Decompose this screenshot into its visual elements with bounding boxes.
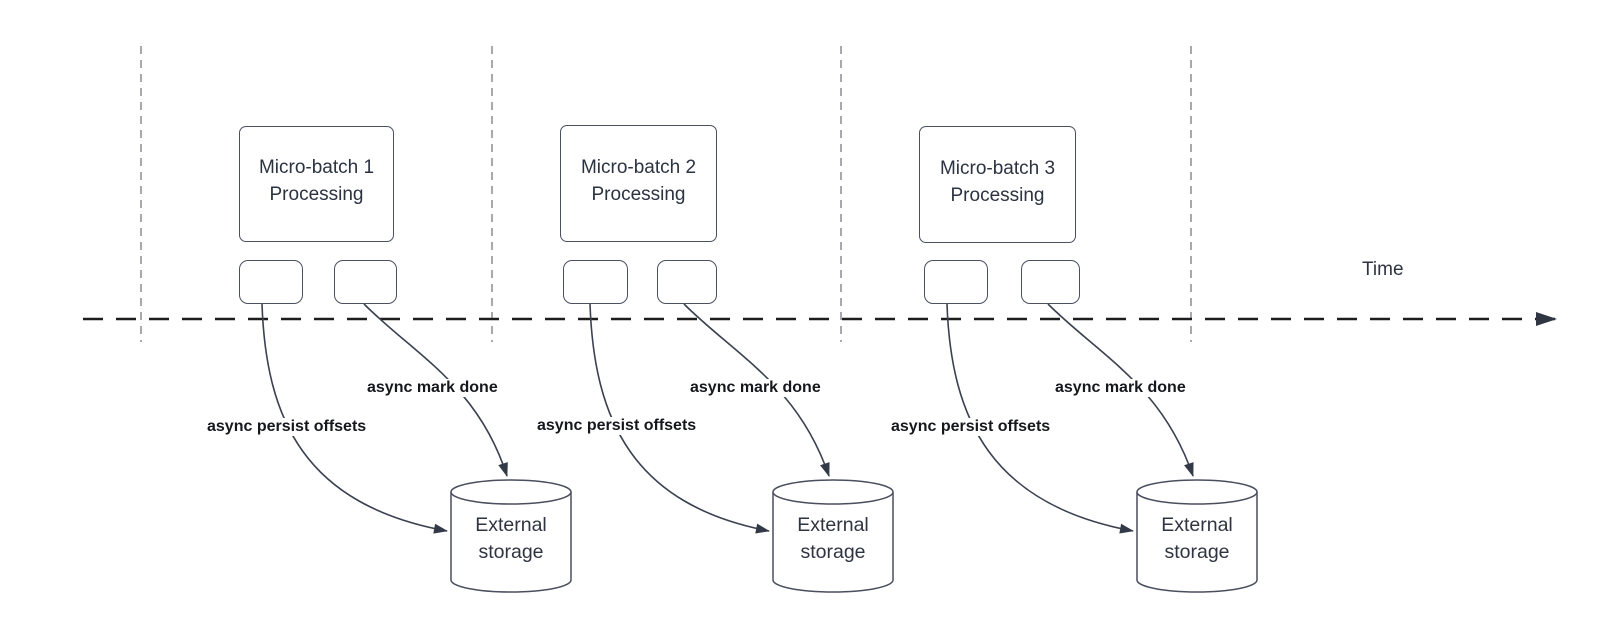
microbatch-box-1: Micro-batch 1 Processing [239,126,394,242]
external-storage-label-1: External storage [475,514,547,563]
microbatch-box-1-subtitle: Processing [269,184,364,205]
external-storage-cylinder-1 [450,479,572,593]
external-storage-label-2: External storage [797,514,869,563]
persist-offsets-label-1: async persist offsets [205,418,369,436]
microbatch-box-3: Micro-batch 3 Processing [919,126,1076,243]
mark-done-label-1: async mark done [365,379,500,397]
microbatch-box-2-title: Micro-batch 2 [580,156,697,178]
persist-offsets-arrow-3 [946,303,1134,534]
persist-offsets-label-3: async persist offsets [889,418,1053,436]
mark-done-arrow-1 [363,303,508,477]
microbatch-box-2: Micro-batch 2 Processing [560,125,717,242]
microbatch-box-2-subtitle: Processing [591,183,686,205]
microbatch-box-3-subtitle: Processing [950,184,1045,206]
mark-done-arrow-3 [1047,303,1194,477]
mark-done-node-2 [657,260,717,304]
external-storage-cylinder-3 [1136,479,1258,593]
persist-offsets-arrow-1 [261,303,448,534]
persist-offsets-arrow-2 [589,303,770,534]
persist-offsets-node-3 [924,260,988,304]
time-axis-label: Time [1362,259,1404,280]
persist-offsets-label-2: async persist offsets [535,417,699,435]
mark-done-label-3: async mark done [1053,379,1188,397]
mark-done-label-2: async mark done [688,379,823,397]
persist-offsets-node-2 [563,260,628,304]
mark-done-node-3 [1021,260,1080,304]
mark-done-node-1 [334,260,397,304]
mark-done-arrow-2 [683,303,830,477]
external-storage-cylinder-2 [772,479,894,593]
external-storage-label-3: External storage [1161,514,1233,563]
microbatch-box-1-title: Micro-batch 1 [258,157,375,178]
microbatch-box-3-title: Micro-batch 3 [939,157,1056,179]
persist-offsets-node-1 [239,260,303,304]
